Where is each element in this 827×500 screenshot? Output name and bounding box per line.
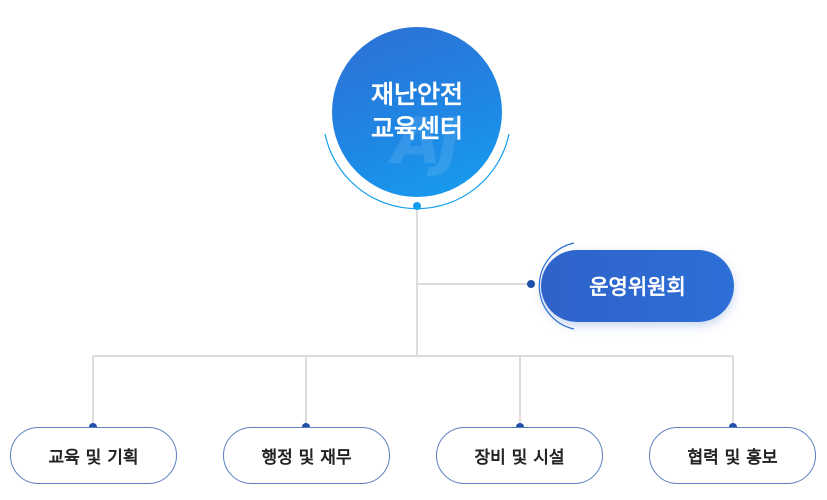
committee-dot bbox=[527, 280, 535, 288]
department-node-education: 교육 및 기획 bbox=[10, 427, 177, 484]
root-title-line-2: 교육센터 bbox=[370, 114, 463, 143]
department-node-cooperation: 협력 및 홍보 bbox=[649, 427, 816, 484]
root-title-line-1: 재난안전 bbox=[370, 80, 463, 109]
department-node-equipment: 장비 및 시설 bbox=[436, 427, 603, 484]
committee-label: 운영위원회 bbox=[589, 275, 686, 299]
department-node-admin: 행정 및 재무 bbox=[223, 427, 390, 484]
committee-arc bbox=[538, 242, 575, 330]
committee-node: 운영위원회 bbox=[541, 250, 734, 322]
department-label: 교육 및 기획 bbox=[48, 448, 139, 468]
root-dot bbox=[413, 202, 421, 210]
root-node: AJ 재난안전 교육센터 bbox=[332, 27, 502, 197]
department-label: 행정 및 재무 bbox=[261, 448, 352, 468]
department-label: 장비 및 시설 bbox=[474, 448, 565, 468]
department-label: 협력 및 홍보 bbox=[687, 448, 778, 468]
